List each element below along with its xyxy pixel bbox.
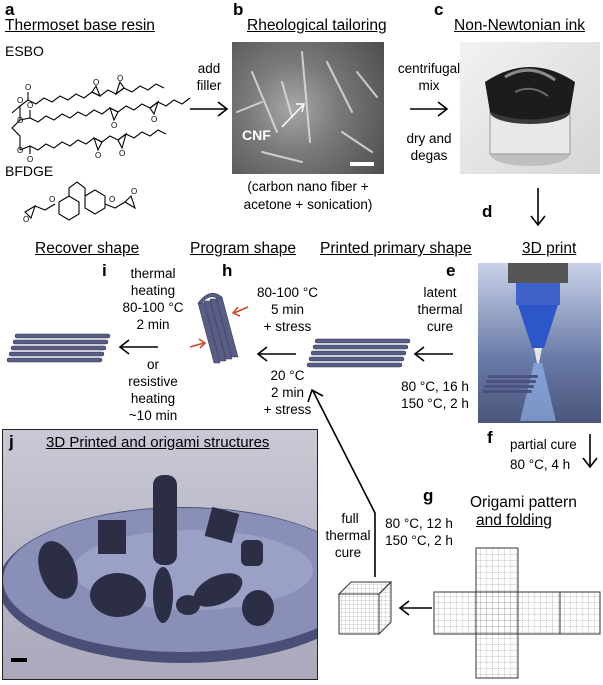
panel-h-top-2: 5 min [250,301,325,318]
svg-text:O: O [17,96,23,105]
origami-cross-pattern [432,548,602,678]
panel-letter-i: i [102,261,107,281]
panel-j-title: 3D Printed and origami structures [46,434,269,451]
svg-text:O: O [151,115,157,124]
ink-jar-photo [460,42,600,174]
panel-h-top-1: 80-100 °C [250,284,325,301]
panel-d-title: 3D print [522,240,576,258]
panel-letter-g: g [423,486,433,506]
arrow-ab-label-2: filler [186,77,232,94]
svg-text:O: O [27,155,33,164]
svg-text:O: O [109,195,115,204]
panel-g-cond-2: 150 °C, 2 h [376,532,462,549]
panel-letter-d: d [482,202,492,222]
panel-e-text-1: latent [400,284,480,301]
panel-letter-f: f [487,428,493,448]
arrow-left-icon [256,347,296,361]
svg-text:O: O [17,116,23,125]
panel-e-cond-2: 150 °C, 2 h [392,395,478,412]
panel-h-title: Program shape [190,240,296,258]
panel-f-title-1: Origami pattern [470,494,577,512]
lattice-folded-shape [190,283,250,383]
svg-text:O: O [17,146,23,155]
panel-letter-h: h [222,261,232,281]
panel-f-text-1: partial cure [510,436,577,453]
arrow-right-icon [190,102,230,116]
cnf-label: CNF [242,127,271,143]
svg-text:O: O [131,187,137,196]
panel-e-title: Printed primary shape [320,240,472,258]
panel-i-text-7: heating [118,390,188,407]
print-render [478,263,601,423]
panel-i-text-3: 80-100 °C [118,299,188,316]
panel-i-text-5: or [118,356,188,373]
panel-i-text-8: ~10 min [118,407,188,424]
panel-i-title: Recover shape [35,240,139,258]
arrow-left-icon [413,347,453,361]
panel-e-cond-1: 80 °C, 16 h [392,378,478,395]
panel-letter-c: c [434,0,443,20]
arrow-right-icon [410,102,450,116]
panel-c-title: Non-Newtonian ink [454,17,585,35]
svg-text:O: O [27,101,33,110]
svg-text:O: O [23,215,29,224]
lattice-recovered-shape [5,330,115,370]
panel-letter-b: b [233,0,243,20]
svg-text:O: O [95,151,101,160]
panel-h-bot-1: 20 °C [250,367,325,384]
panel-b-caption-2: acetone + sonication) [232,196,384,213]
svg-text:O: O [119,149,125,158]
panel-b-caption-1: (carbon nano fiber + [232,178,384,195]
arrow-left-icon [398,601,432,615]
panel-letter-e: e [446,261,455,281]
panel-e-text-3: cure [400,318,480,335]
panel-f-title-2: and folding [476,512,552,530]
svg-text:O: O [111,121,117,130]
svg-text:O: O [49,195,55,204]
wire-cube [337,580,393,636]
panel-f-text-2: 80 °C, 4 h [510,456,570,473]
panel-i-text-4: 2 min [118,316,188,333]
arrow-down-icon [582,434,598,470]
arrow-ab-label-1: add [186,60,232,77]
panel-a-title: Thermoset base resin [5,17,155,35]
panel-e-text-2: thermal [400,301,480,318]
panel-j-photo [2,429,318,680]
bfdge-structure: O O O O [15,172,215,222]
panel-b-title: Rheological tailoring [247,17,387,35]
panel-h-top-3: + stress [250,318,325,335]
panel-letter-j: j [9,432,14,452]
svg-text:O: O [117,74,123,83]
sem-micrograph: CNF [232,42,384,174]
svg-text:O: O [93,78,99,87]
arrow-left-icon [118,340,158,354]
panel-i-text-6: resistive [118,373,188,390]
arrow-down-icon [530,188,546,228]
panel-g-cond-1: 80 °C, 12 h [376,515,462,532]
panel-i-text-2: heating [118,282,188,299]
svg-text:O: O [25,83,31,92]
panel-i-text-1: thermal [118,265,188,282]
